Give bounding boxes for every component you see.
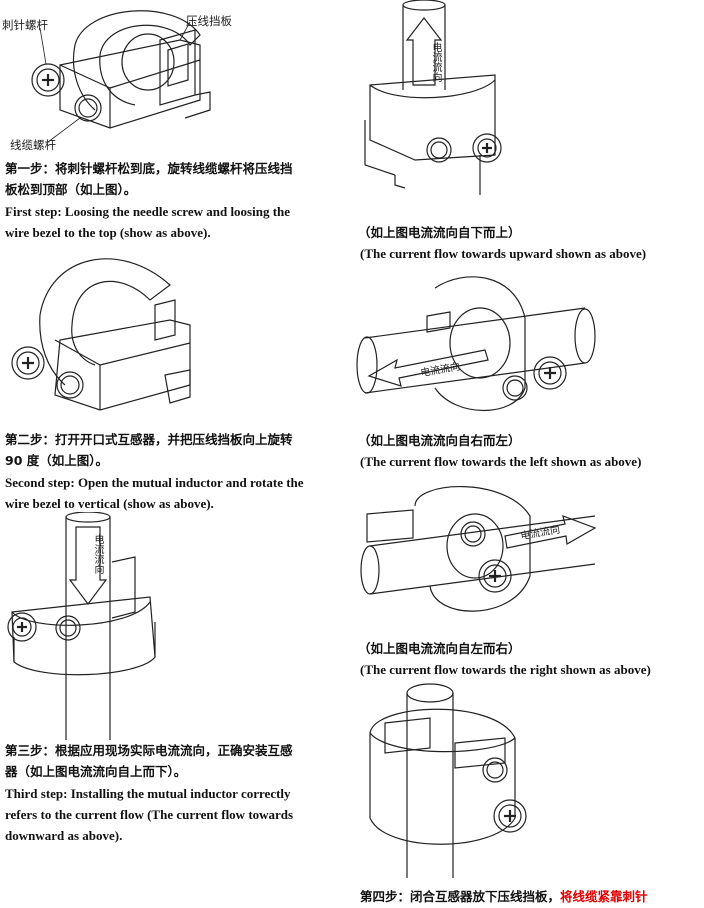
label-cable-screw: 线缆螺杆 xyxy=(10,138,56,152)
current-arrow-icon xyxy=(367,349,489,387)
step4-zh-highlight: 将线缆紧靠刺针 xyxy=(560,889,648,904)
step2-zh: 第二步：打开开口式互感器，并把压线挡板向上旋转 90 度（如上图）。 xyxy=(5,432,293,468)
step1-zh: 第一步：将刺针螺杆松到底，旋转线缆螺杆将压线挡 板松到顶部（如上图）。 xyxy=(5,161,293,197)
step4-caption: 第四步：闭合互感器放下压线挡板，将线缆紧靠刺针 xyxy=(360,886,648,907)
r3-zh: （如上图电流流向自左而右） xyxy=(358,641,521,656)
current-arrow-icon xyxy=(405,17,443,86)
screw-knob-icon xyxy=(11,346,45,380)
figure-step1-sensor xyxy=(0,0,340,158)
current-arrow-icon xyxy=(504,515,597,549)
label-needle-screw: 刺针螺杆 xyxy=(2,18,48,32)
step3-en: Third step: Installing the mutual induct… xyxy=(5,786,294,843)
label-wire-bezel: 压线挡板 xyxy=(186,14,232,28)
step1-en: First step: Loosing the needle screw and… xyxy=(5,204,291,240)
screw-knob-icon xyxy=(533,356,567,390)
r1-zh: （如上图电流流向自下而上） xyxy=(358,225,521,240)
figure-step3-installed-down: 电流流向 xyxy=(0,512,340,740)
figure-current-up: 电流流向 xyxy=(355,0,704,220)
screw-knob-icon xyxy=(493,799,527,833)
r2-en: (The current flow towards the left shown… xyxy=(360,454,642,469)
arrow-label-down: 电流流向 xyxy=(92,534,103,574)
figure-step2-open-sensor xyxy=(0,245,340,430)
figure-current-right: 电流流向 xyxy=(355,476,704,638)
screw-knob-icon xyxy=(478,559,512,593)
step4-zh-normal: 第四步：闭合互感器放下压线挡板， xyxy=(360,889,561,904)
step3-zh: 第三步：根据应用现场实际电流流向，正确安装互感 器（如上图电流流向自上而下）。 xyxy=(5,743,293,779)
step2-en: Second step: Open the mutual inductor an… xyxy=(5,475,304,511)
screw-knob-icon xyxy=(7,612,37,642)
screw-knob-icon xyxy=(472,133,502,163)
r2-zh: （如上图电流流向自右而左） xyxy=(358,433,521,448)
r3-en: (The current flow towards the right show… xyxy=(360,662,651,677)
r1-en: (The current flow towards upward shown a… xyxy=(360,246,647,261)
figure-current-left: 电流流向 xyxy=(355,268,704,430)
figure-step4-closed xyxy=(355,678,704,878)
current-arrow-icon xyxy=(68,526,108,605)
screw-knob-icon xyxy=(31,63,65,97)
arrow-label-up: 电流流向 xyxy=(430,42,441,82)
